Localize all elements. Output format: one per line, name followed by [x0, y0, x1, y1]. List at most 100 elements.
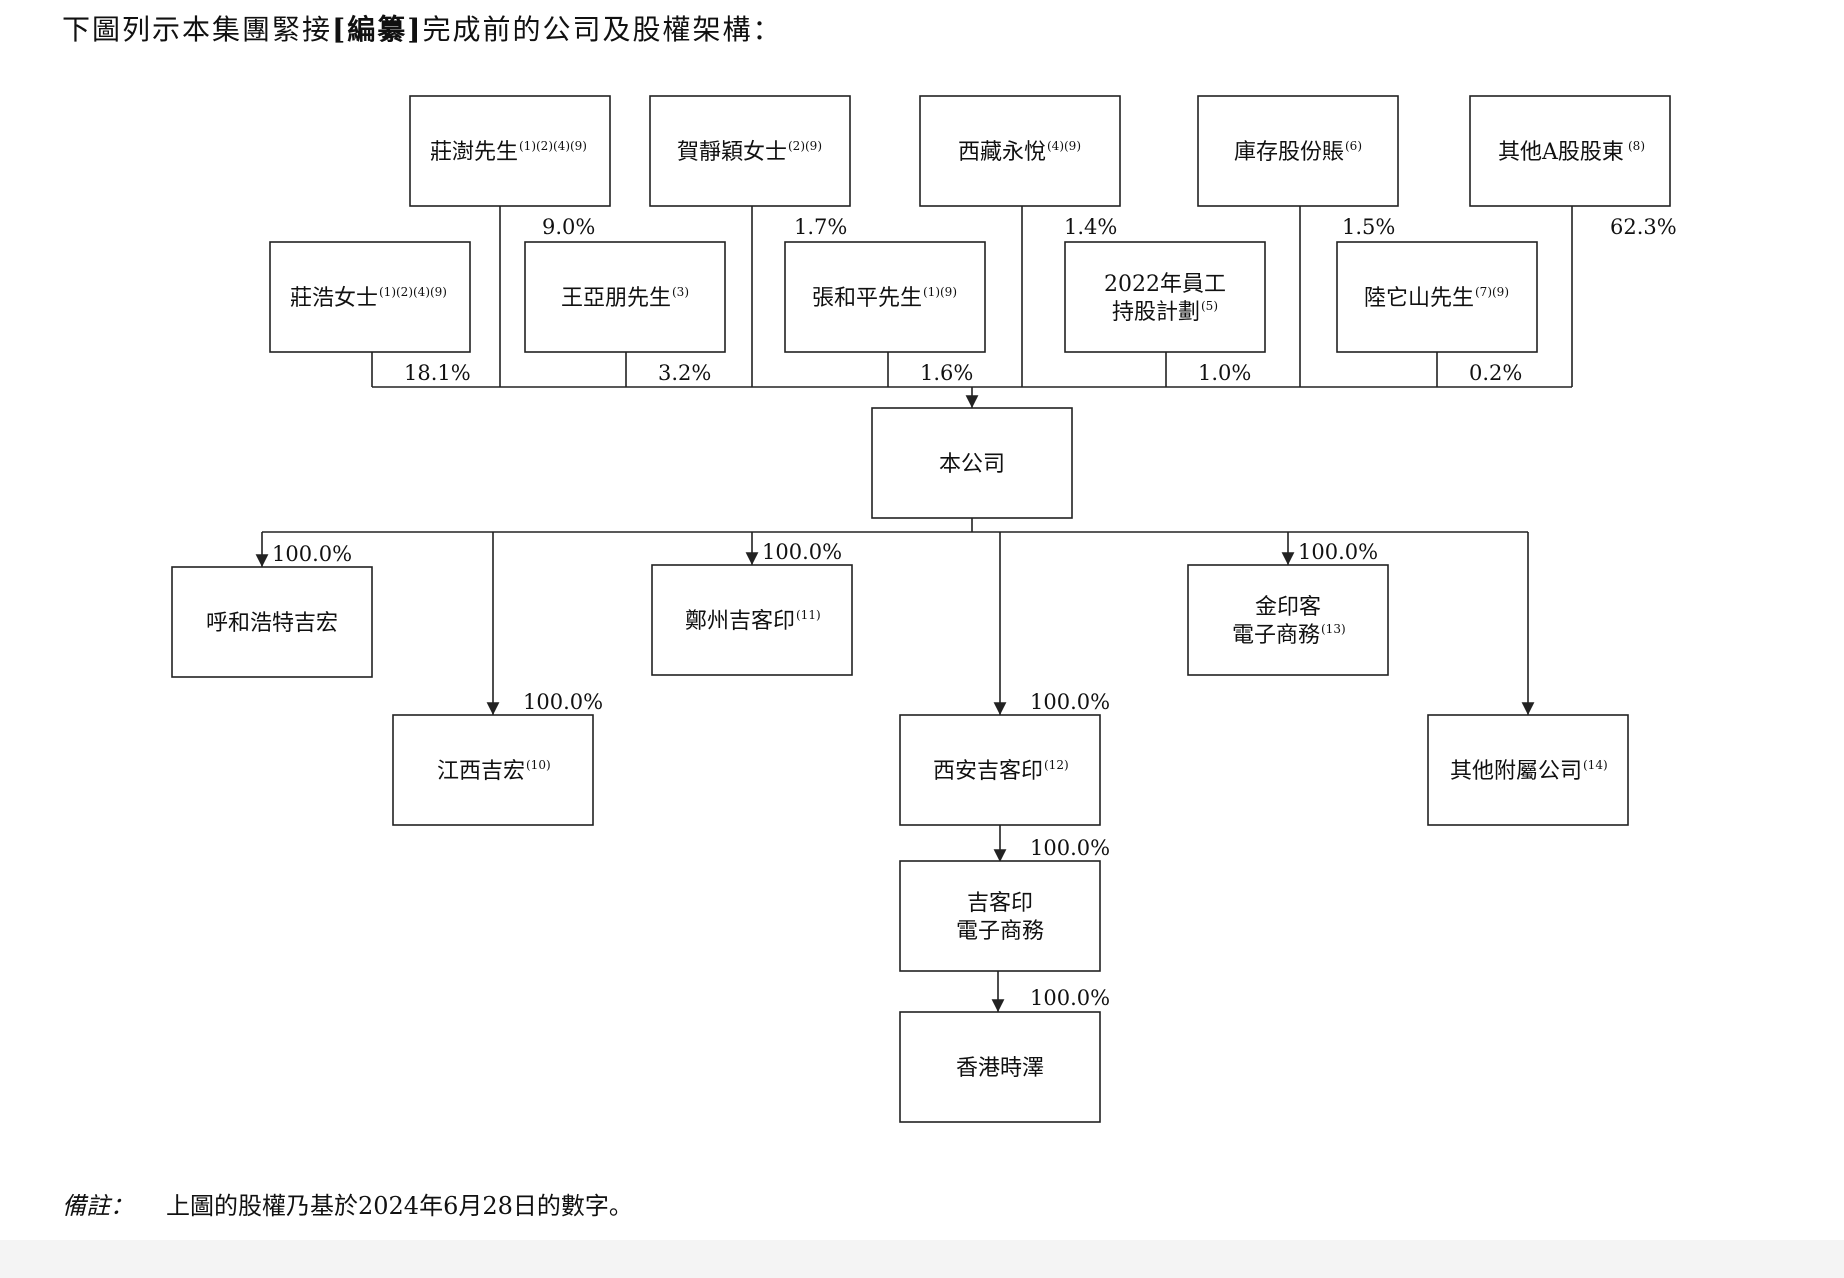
shareholder-he-jingying-box: [649, 95, 851, 207]
shareholder-lu-tuoshan: 陸它山先生(7)(9): [1336, 241, 1538, 353]
subsidiary-xian-jikeyin-label: 西安吉客印: [933, 759, 1043, 784]
pct-zhang-heping: 1.6%: [920, 361, 973, 385]
remark: 備註： 上圖的股權乃基於2024年6月28日的數字。: [62, 1186, 633, 1221]
subsidiary-xian-jikeyin-note: (12): [1044, 758, 1069, 772]
shareholder-esop-2022-note: (5): [1201, 299, 1218, 313]
intro-text: 下圖列示本集團緊接[編纂]完成前的公司及股權架構：: [62, 8, 783, 48]
shareholder-treasury-shares-label: 庫存股份賬: [1234, 140, 1344, 165]
subsidiary-jinyinke-ecommerce-box: [1187, 564, 1389, 676]
shareholder-other-a-share: 其他A股股東 (8): [1469, 95, 1671, 207]
subsidiary-zhengzhou-jikeyin-label: 鄭州吉客印: [685, 609, 795, 634]
pct-jinyinke-ecommerce: 100.0%: [1298, 540, 1378, 564]
shareholder-zhang-heping-note: (1)(9): [923, 285, 957, 299]
subsidiary-jikeyin-ecommerce-label: 電子商務: [956, 919, 1044, 944]
subsidiary-other-affiliates: 其他附屬公司(14): [1427, 714, 1629, 826]
subsidiary-xian-jikeyin: 西安吉客印(12): [899, 714, 1101, 826]
connector-lines: [255, 206, 1573, 1012]
pct-hongkong-shize: 100.0%: [1030, 986, 1110, 1010]
shareholder-zhuang-hao-label: 莊浩女士: [290, 286, 378, 311]
subsidiary-xian-jikeyin-box: [899, 714, 1101, 826]
shareholder-zhang-heping-label: 張和平先生: [812, 286, 922, 311]
shareholder-wang-yapeng-note: (3): [672, 285, 689, 299]
intro-prefix: 下圖列示本集團緊接: [62, 13, 333, 46]
entity-boxes: 莊澍先生(1)(2)(4)(9)賀靜穎女士(2)(9)西藏永悅(4)(9)庫存股…: [171, 95, 1671, 1123]
shareholder-xizang-yongyue-label: 西藏永悅: [958, 140, 1046, 165]
shareholder-other-a-share-note: (8): [1628, 139, 1645, 153]
pct-zhuang-shu: 9.0%: [542, 215, 595, 239]
shareholder-he-jingying: 賀靜穎女士(2)(9): [649, 95, 851, 207]
shareholder-treasury-shares-note: (6): [1345, 139, 1362, 153]
subsidiary-hohhot-jihong-box: [171, 566, 373, 678]
page-bottom-band: [0, 1240, 1844, 1278]
shareholder-lu-tuoshan-label: 陸它山先生: [1364, 286, 1474, 311]
shareholder-zhuang-hao-note: (1)(2)(4)(9): [379, 285, 447, 299]
shareholder-other-a-share-box: [1469, 95, 1671, 207]
subsidiary-jinyinke-ecommerce-note: (13): [1321, 622, 1346, 636]
shareholder-zhuang-hao: 莊浩女士(1)(2)(4)(9): [269, 241, 471, 353]
subsidiary-hongkong-shize: 香港時澤: [899, 1011, 1101, 1123]
intro-redacted: [編纂]: [332, 13, 423, 46]
subsidiary-jinyinke-ecommerce-label: 金印客: [1255, 595, 1321, 620]
pct-he-jingying: 1.7%: [794, 215, 847, 239]
shareholder-esop-2022-box: [1064, 241, 1266, 353]
shareholder-zhuang-hao-box: [269, 241, 471, 353]
pct-jikeyin-ecommerce: 100.0%: [1030, 836, 1110, 860]
shareholder-zhuang-shu-box: [409, 95, 611, 207]
shareholder-zhuang-shu-label: 莊澍先生: [430, 140, 518, 165]
remark-label: 備註：: [62, 1192, 134, 1220]
shareholder-zhang-heping-box: [784, 241, 986, 353]
subsidiary-zhengzhou-jikeyin-box: [651, 564, 853, 676]
shareholder-treasury-shares-box: [1197, 95, 1399, 207]
shareholder-zhang-heping: 張和平先生(1)(9): [784, 241, 986, 353]
subsidiary-other-affiliates-box: [1427, 714, 1629, 826]
shareholder-wang-yapeng: 王亞朋先生(3): [524, 241, 726, 353]
pct-treasury-shares: 1.5%: [1342, 215, 1395, 239]
shareholder-zhuang-shu-note: (1)(2)(4)(9): [519, 139, 587, 153]
subsidiary-jiangxi-jihong-note: (10): [526, 758, 551, 772]
shareholder-lu-tuoshan-box: [1336, 241, 1538, 353]
subsidiary-jinyinke-ecommerce-label: 電子商務: [1232, 623, 1320, 648]
pct-zhengzhou-jikeyin: 100.0%: [762, 540, 842, 564]
subsidiary-hohhot-jihong-label: 呼和浩特吉宏: [206, 611, 338, 636]
subsidiary-hohhot-jihong: 呼和浩特吉宏: [171, 566, 373, 678]
pct-hohhot-jihong: 100.0%: [272, 542, 352, 566]
subsidiary-hongkong-shize-label: 香港時澤: [956, 1056, 1044, 1081]
shareholder-zhuang-shu: 莊澍先生(1)(2)(4)(9): [409, 95, 611, 207]
shareholder-he-jingying-label: 賀靜穎女士: [677, 140, 787, 165]
shareholder-xizang-yongyue-note: (4)(9): [1047, 139, 1081, 153]
subsidiary-other-affiliates-note: (14): [1583, 758, 1608, 772]
subsidiary-jiangxi-jihong: 江西吉宏(10): [392, 714, 594, 826]
pct-jiangxi-jihong: 100.0%: [523, 690, 603, 714]
shareholder-esop-2022-label: 持股計劃: [1112, 300, 1200, 325]
shareholder-wang-yapeng-label: 王亞朋先生: [561, 286, 671, 311]
pct-xian-jikeyin: 100.0%: [1030, 690, 1110, 714]
shareholder-wang-yapeng-box: [524, 241, 726, 353]
subsidiary-jikeyin-ecommerce-box: [899, 860, 1101, 972]
subsidiary-jiangxi-jihong-label: 江西吉宏: [437, 759, 525, 784]
shareholder-esop-2022-label: 2022年員工: [1104, 272, 1226, 297]
shareholder-lu-tuoshan-note: (7)(9): [1475, 285, 1509, 299]
remark-text: 上圖的股權乃基於2024年6月28日的數字。: [166, 1192, 633, 1220]
pct-xizang-yongyue: 1.4%: [1064, 215, 1117, 239]
company-node-label: 本公司: [939, 452, 1005, 477]
pct-other-a-share: 62.3%: [1610, 215, 1677, 239]
shareholder-treasury-shares: 庫存股份賬(6): [1197, 95, 1399, 207]
subsidiary-hongkong-shize-box: [899, 1011, 1101, 1123]
subsidiary-zhengzhou-jikeyin-note: (11): [796, 608, 821, 622]
subsidiary-zhengzhou-jikeyin: 鄭州吉客印(11): [651, 564, 853, 676]
percentage-labels: 9.0%1.7%1.4%1.5%62.3%18.1%3.2%1.6%1.0%0.…: [272, 215, 1677, 1010]
subsidiary-jiangxi-jihong-box: [392, 714, 594, 826]
shareholder-other-a-share-label: 其他A股股東: [1498, 140, 1624, 165]
company-node: 本公司: [871, 407, 1073, 519]
intro-suffix: 完成前的公司及股權架構：: [422, 13, 783, 46]
shareholder-he-jingying-note: (2)(9): [788, 139, 822, 153]
subsidiary-jikeyin-ecommerce-label: 吉客印: [967, 891, 1033, 916]
pct-lu-tuoshan: 0.2%: [1469, 361, 1522, 385]
pct-esop-2022: 1.0%: [1198, 361, 1251, 385]
subsidiary-other-affiliates-label: 其他附屬公司: [1450, 759, 1582, 784]
company-node-box: [871, 407, 1073, 519]
